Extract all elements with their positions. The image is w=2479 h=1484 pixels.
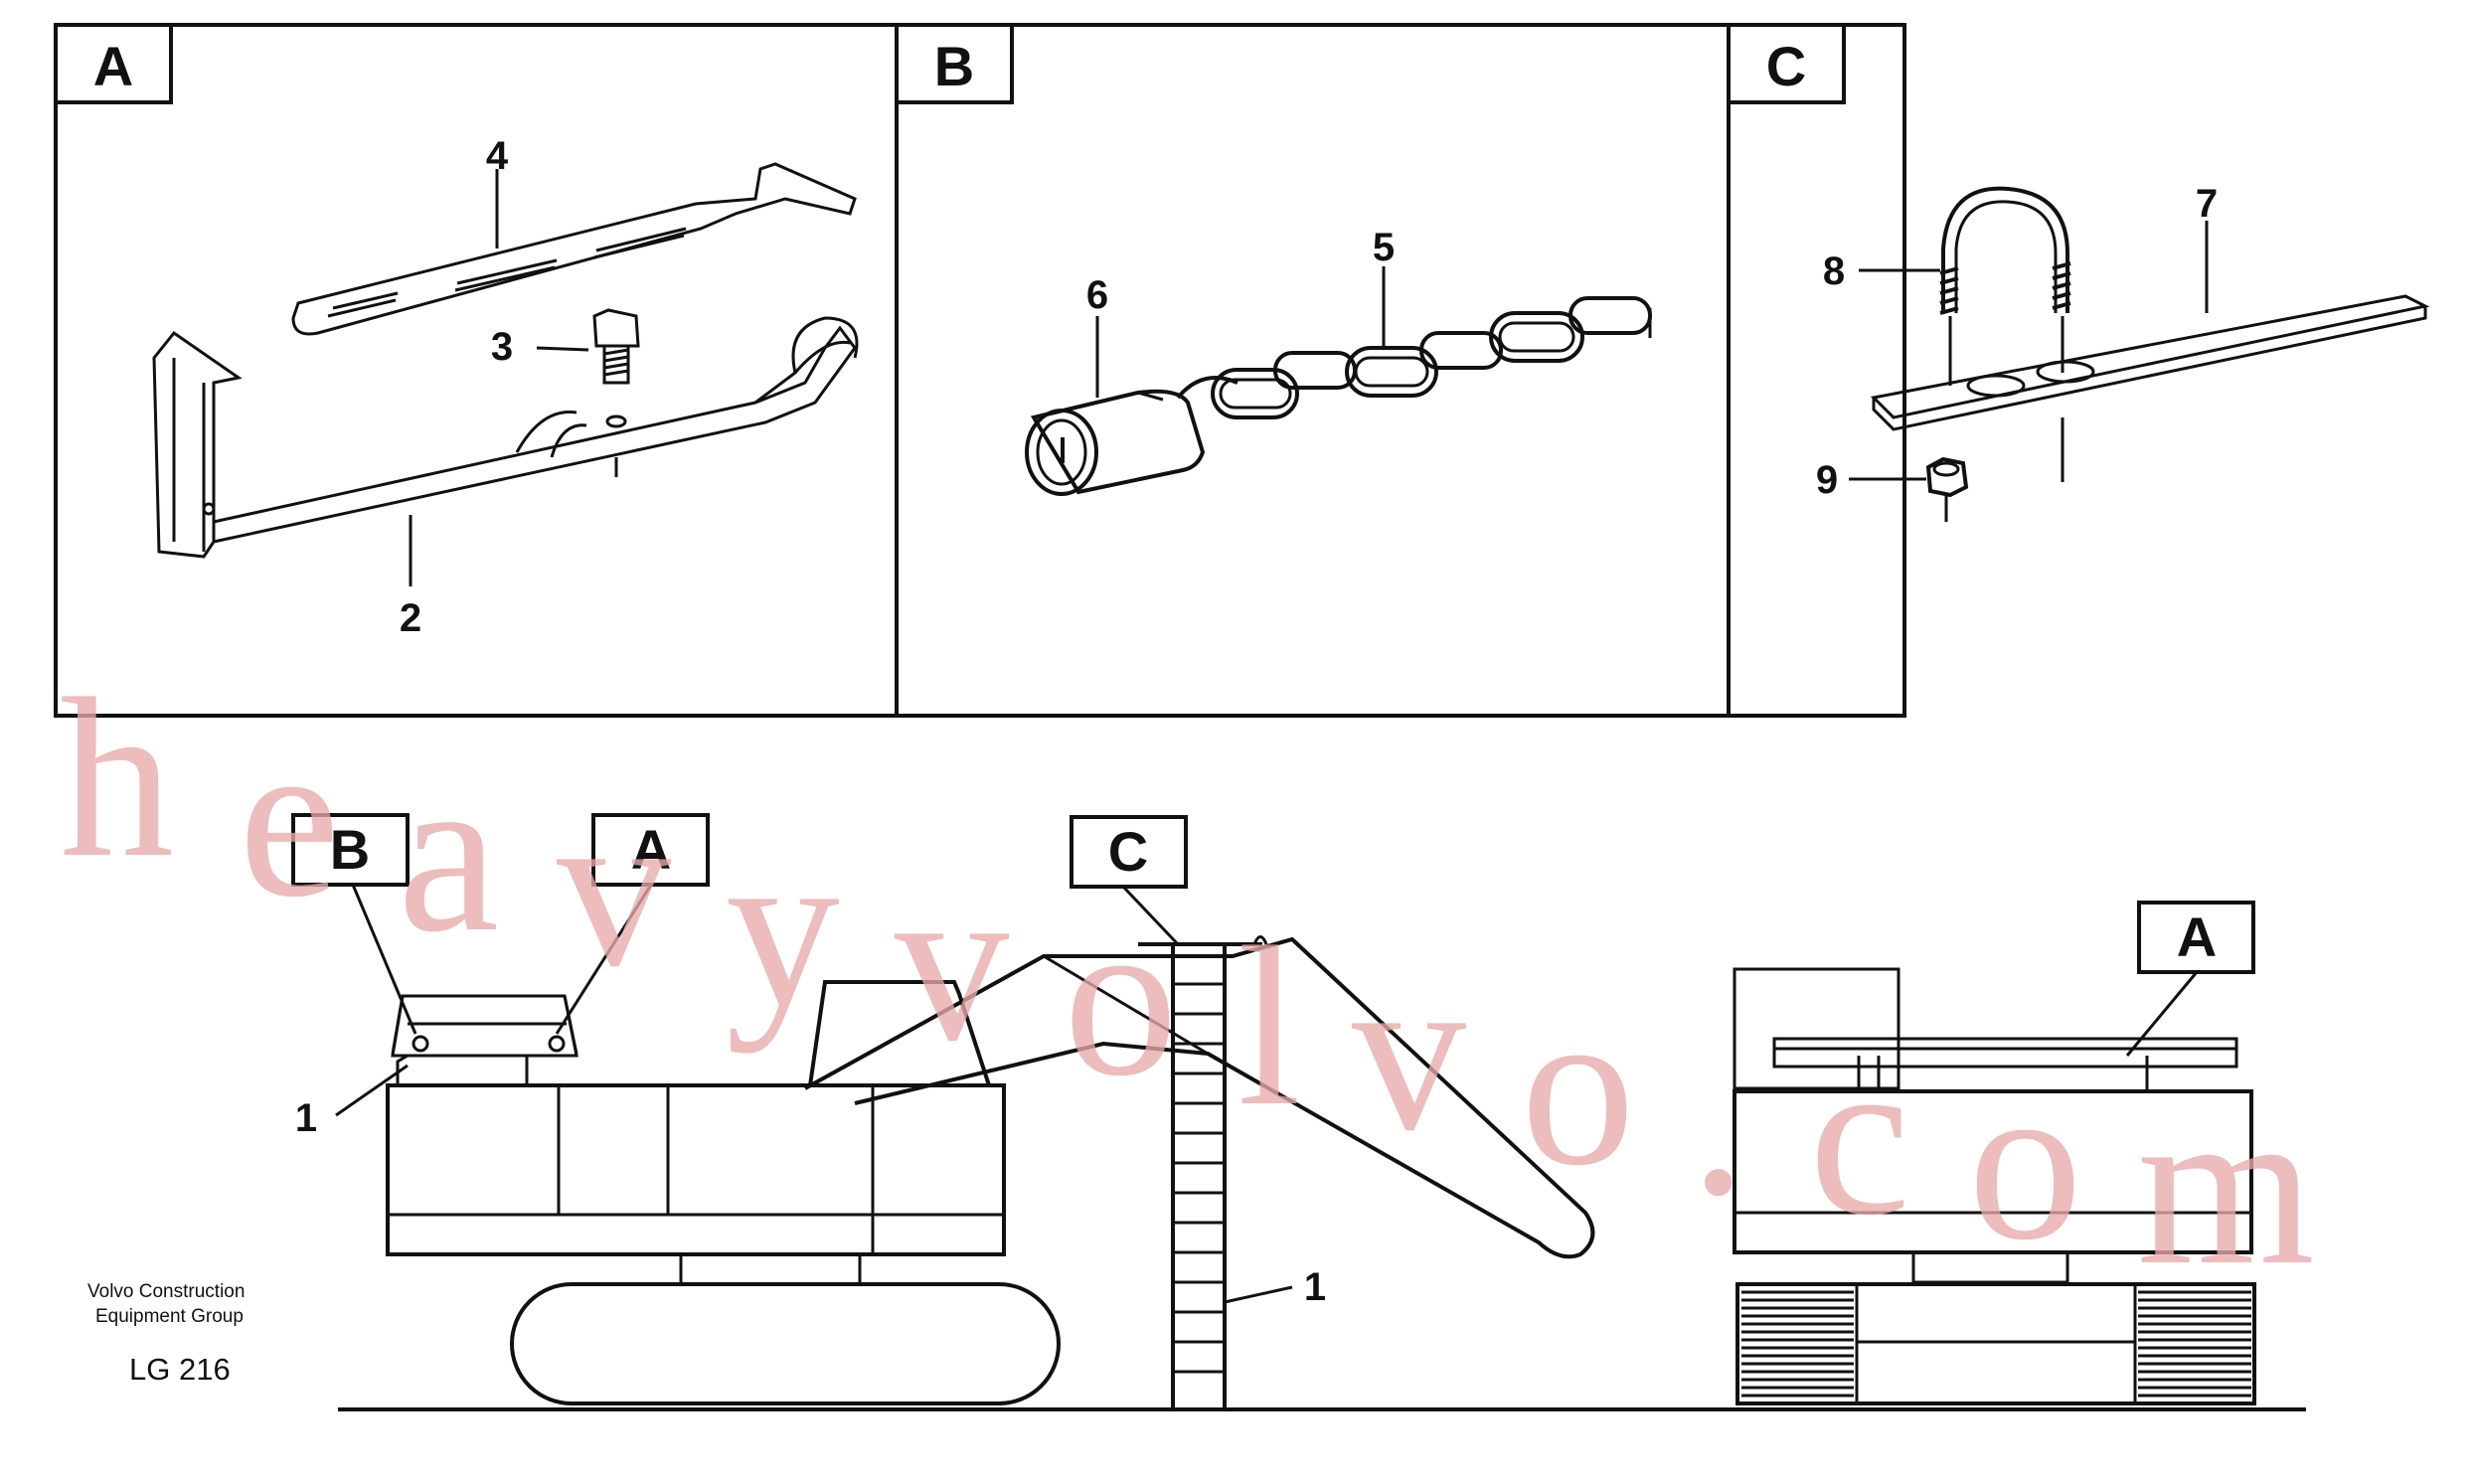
watermark-letter: m: [2137, 1059, 2315, 1312]
svg-text:B: B: [330, 818, 370, 881]
watermark-letter: o: [1968, 1034, 2082, 1287]
padlock-part: [1025, 376, 1239, 496]
panel-a-label: A: [54, 23, 173, 104]
ladder: [1138, 935, 1268, 1409]
panel-c-label: C: [1727, 23, 1846, 104]
bracket-part: [152, 316, 859, 559]
svg-text:A: A: [2177, 906, 2217, 968]
panel-c-drawing: 8 7 9: [1816, 182, 2430, 522]
watermark-letter: v: [895, 835, 1009, 1088]
svg-text:C: C: [1766, 35, 1806, 97]
watermark-letter: l: [1238, 900, 1301, 1153]
overview-box-c: C: [1070, 815, 1188, 889]
watermark-letter: v: [557, 760, 671, 1014]
detail-panels: A B C: [54, 23, 1906, 718]
strap-part: [291, 162, 857, 336]
plate-part: [1870, 294, 2430, 431]
watermark-letter: e: [239, 691, 340, 944]
callout-6: 6: [1086, 273, 1108, 317]
overview-box-a-right: A: [2137, 901, 2255, 974]
drawing-code: LG 216: [129, 1352, 231, 1387]
panel-a-drawing: 4 3 2: [152, 134, 859, 640]
chain-part: [1211, 296, 1652, 419]
callout-4: 4: [486, 134, 509, 178]
callout-3: 3: [491, 325, 513, 369]
overview-callout-1-ladder: 1: [1304, 1265, 1326, 1309]
watermark-letter: v: [1352, 924, 1466, 1178]
svg-text:C: C: [1108, 820, 1148, 883]
watermark-letter: a: [398, 726, 499, 979]
callout-7: 7: [2196, 182, 2218, 226]
bolt-part: [592, 308, 640, 385]
callout-2: 2: [400, 596, 421, 640]
overview-leaders: [335, 884, 2199, 1304]
callout-8: 8: [1823, 249, 1845, 293]
callout-5: 5: [1373, 226, 1395, 269]
svg-text:A: A: [93, 35, 133, 97]
company-name-line2: Equipment Group: [95, 1306, 244, 1327]
company-name-line1: Volvo Construction: [87, 1281, 245, 1302]
callout-9: 9: [1816, 458, 1838, 502]
svg-text:A: A: [631, 818, 671, 881]
watermark-letter: c: [1809, 1009, 1910, 1262]
overview-box-b: B: [291, 813, 410, 887]
watermark-letter: y: [726, 800, 840, 1054]
nut-part: [1925, 456, 1969, 522]
watermark-letter: .: [1690, 989, 1747, 1242]
watermark: h e a v y v o l v o . c o m: [60, 651, 2315, 1312]
excavator-side-view: [338, 935, 2306, 1411]
svg-text:B: B: [934, 35, 974, 97]
u-bolt-part: [1939, 186, 2071, 482]
watermark-letter: o: [1064, 870, 1178, 1123]
watermark-letter: o: [1521, 959, 1635, 1213]
overview-callout-1-left: 1: [295, 1096, 317, 1140]
panel-b-drawing: 6 5: [1025, 226, 1652, 496]
excavator-rear-view: [1733, 967, 2256, 1405]
panel-b-label: B: [895, 23, 1014, 104]
watermark-letter: h: [60, 651, 174, 905]
